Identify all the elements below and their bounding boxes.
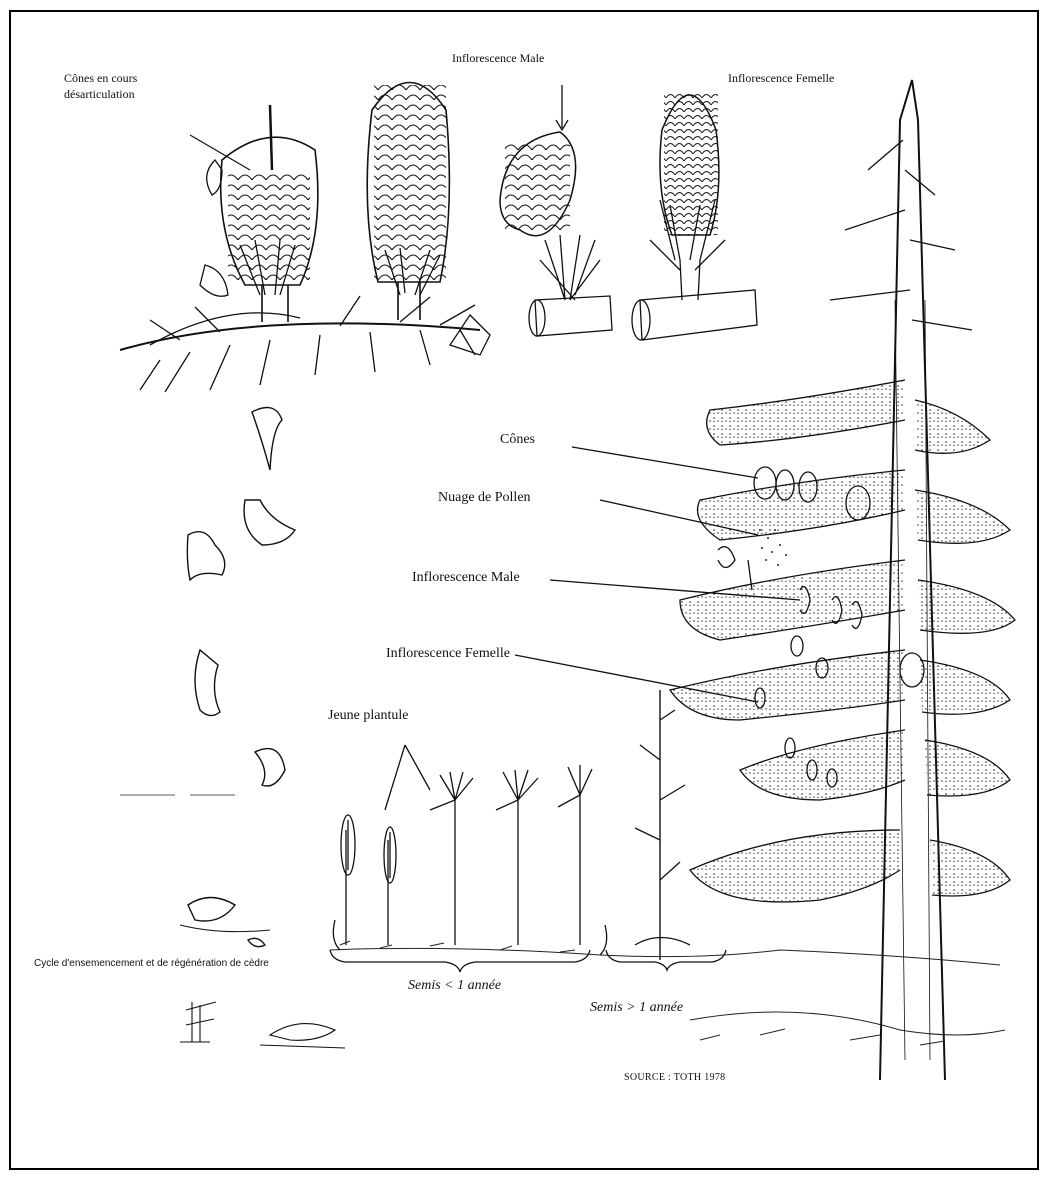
female-inflorescence-drawing xyxy=(632,92,757,340)
label-pollen-cloud: Nuage de Pollen xyxy=(438,490,531,506)
bottom-sketches xyxy=(180,1002,345,1048)
falling-seeds xyxy=(180,408,295,947)
source-credit: SOURCE : TOTH 1978 xyxy=(624,1072,725,1084)
figure-caption: Cycle d'ensemencement et de régénération… xyxy=(34,958,269,970)
male-inflorescence-drawing xyxy=(500,85,612,336)
leader-lines xyxy=(515,447,800,702)
label-female-inflorescence-top: Inflorescence Femelle xyxy=(728,72,834,86)
young-seedlings xyxy=(333,690,690,960)
label-seedling-lt-1-year: Semis < 1 année xyxy=(408,978,501,994)
label-cones-disarticulating-line2: désarticulation xyxy=(64,88,135,102)
label-cones: Cônes xyxy=(500,432,535,448)
label-young-seedling: Jeune plantule xyxy=(328,708,408,724)
label-male-inflorescence: Inflorescence Male xyxy=(412,570,520,586)
seedling-brackets xyxy=(330,950,726,972)
top-branch-with-cones xyxy=(120,83,490,393)
cedar-tree xyxy=(670,80,1015,1080)
label-male-inflorescence-top: Inflorescence Male xyxy=(452,52,544,66)
label-seedling-gt-1-year: Semis > 1 année xyxy=(590,1000,683,1016)
label-cones-disarticulating-line1: Cônes en cours xyxy=(64,72,137,86)
label-female-inflorescence: Inflorescence Femelle xyxy=(386,646,510,662)
